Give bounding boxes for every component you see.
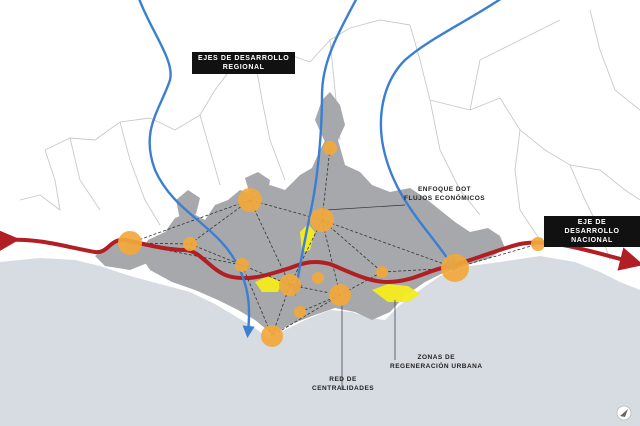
regional-axes	[138, 0, 502, 338]
label-centralities-network-line2: CENTRALIDADES	[312, 384, 375, 392]
centrality-node	[261, 325, 283, 347]
regeneration-zone	[372, 284, 420, 302]
label-dot-focus: ENFOQUE DOT FLUJOS ECONÓMICOS	[404, 186, 485, 203]
centrality-node	[329, 284, 351, 306]
label-urban-regeneration-line2: REGENERACIÓN URBANA	[390, 362, 483, 370]
regeneration-zone	[255, 276, 282, 292]
label-urban-regeneration-line1: ZONAS DE	[417, 354, 456, 361]
label-regional-axes: EJES DE DESARROLLO REGIONAL	[192, 52, 296, 74]
label-national-axis-line2: NACIONAL	[571, 237, 613, 244]
sea-area	[0, 256, 640, 426]
centrality-node	[323, 141, 337, 155]
centrality-node	[441, 254, 469, 282]
label-urban-regeneration: ZONAS DE REGENERACIÓN URBANA	[390, 354, 483, 371]
centrality-node	[183, 237, 197, 251]
centrality-node	[279, 274, 301, 296]
label-centralities-network-line1: RED DE	[329, 376, 357, 383]
regional-axis-line	[138, 0, 255, 338]
north-arrow-icon	[616, 405, 632, 421]
label-leaders	[325, 204, 406, 390]
regional-axis-line	[379, 0, 502, 272]
label-centralities-network: RED DE CENTRALIDADES	[312, 376, 374, 393]
label-dot-focus-line2: FLUJOS ECONÓMICOS	[404, 194, 486, 202]
boundary-lines	[19, 9, 640, 261]
label-regional-axes-line1: EJES DE DESARROLLO	[198, 55, 290, 62]
centrality-node	[118, 231, 142, 255]
centrality-node	[376, 266, 388, 278]
centralities	[118, 141, 545, 347]
label-national-axis-line1: EJE DE DESARROLLO	[564, 219, 620, 235]
centrality-node	[531, 237, 545, 251]
label-dot-focus-line1: ENFOQUE DOT	[417, 186, 472, 193]
centrality-node	[235, 258, 249, 272]
centrality-node	[238, 188, 262, 212]
centrality-node	[310, 208, 334, 232]
centrality-node	[312, 272, 324, 284]
label-regional-axes-line2: REGIONAL	[222, 64, 265, 71]
regional-axis-line	[290, 0, 358, 296]
centrality-node	[294, 306, 306, 318]
national-axis-line	[0, 228, 640, 285]
label-national-axis: EJE DE DESARROLLO NACIONAL	[544, 216, 640, 247]
